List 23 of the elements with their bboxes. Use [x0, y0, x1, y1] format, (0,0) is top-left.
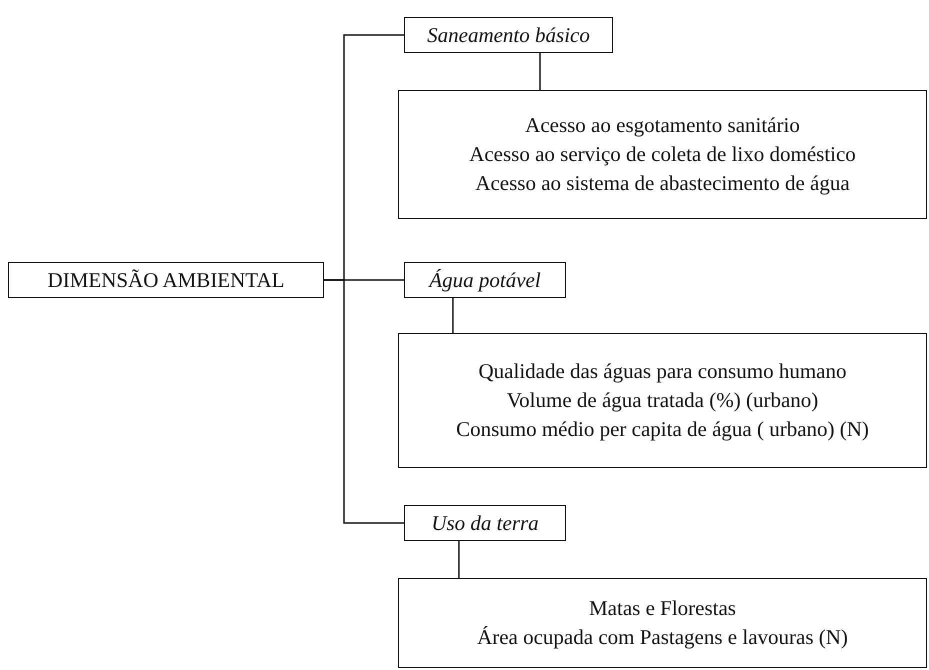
indicator-box: [398, 333, 927, 468]
indicator-text: Área ocupada com Pastagens e lavouras (N): [477, 624, 848, 651]
connector-line: [539, 53, 541, 90]
indicator-text: DIMENSÃO AMBIENTAL: [48, 266, 284, 294]
category-title: Saneamento básico: [427, 22, 590, 48]
indicator-text: Acesso ao serviço de coleta de lixo doméstico: [469, 141, 856, 168]
root-box: [8, 262, 324, 298]
connector-line: [324, 279, 404, 524]
indicator-text: Acesso ao sistema de abastecimento de água: [475, 170, 850, 197]
indicator-box: [398, 90, 927, 219]
indicator-text: Matas e Florestas: [589, 595, 736, 622]
category-box: [404, 505, 566, 541]
indicator-text: Volume de água tratada (%) (urbano): [506, 387, 818, 414]
category-box: [404, 262, 566, 298]
category-box: [404, 17, 613, 53]
indicator-text: Acesso ao esgotamento sanitário: [525, 112, 800, 139]
indicator-box: [398, 578, 927, 668]
indicator-text: Consumo médio per capita de água ( urbano) (N): [456, 416, 869, 443]
connector-line: [452, 298, 454, 333]
indicator-text: Qualidade das águas para consumo humano: [478, 358, 846, 385]
connector-line: [458, 541, 460, 578]
category-title: Uso da terra: [431, 510, 539, 536]
category-title: Água potável: [429, 266, 541, 294]
